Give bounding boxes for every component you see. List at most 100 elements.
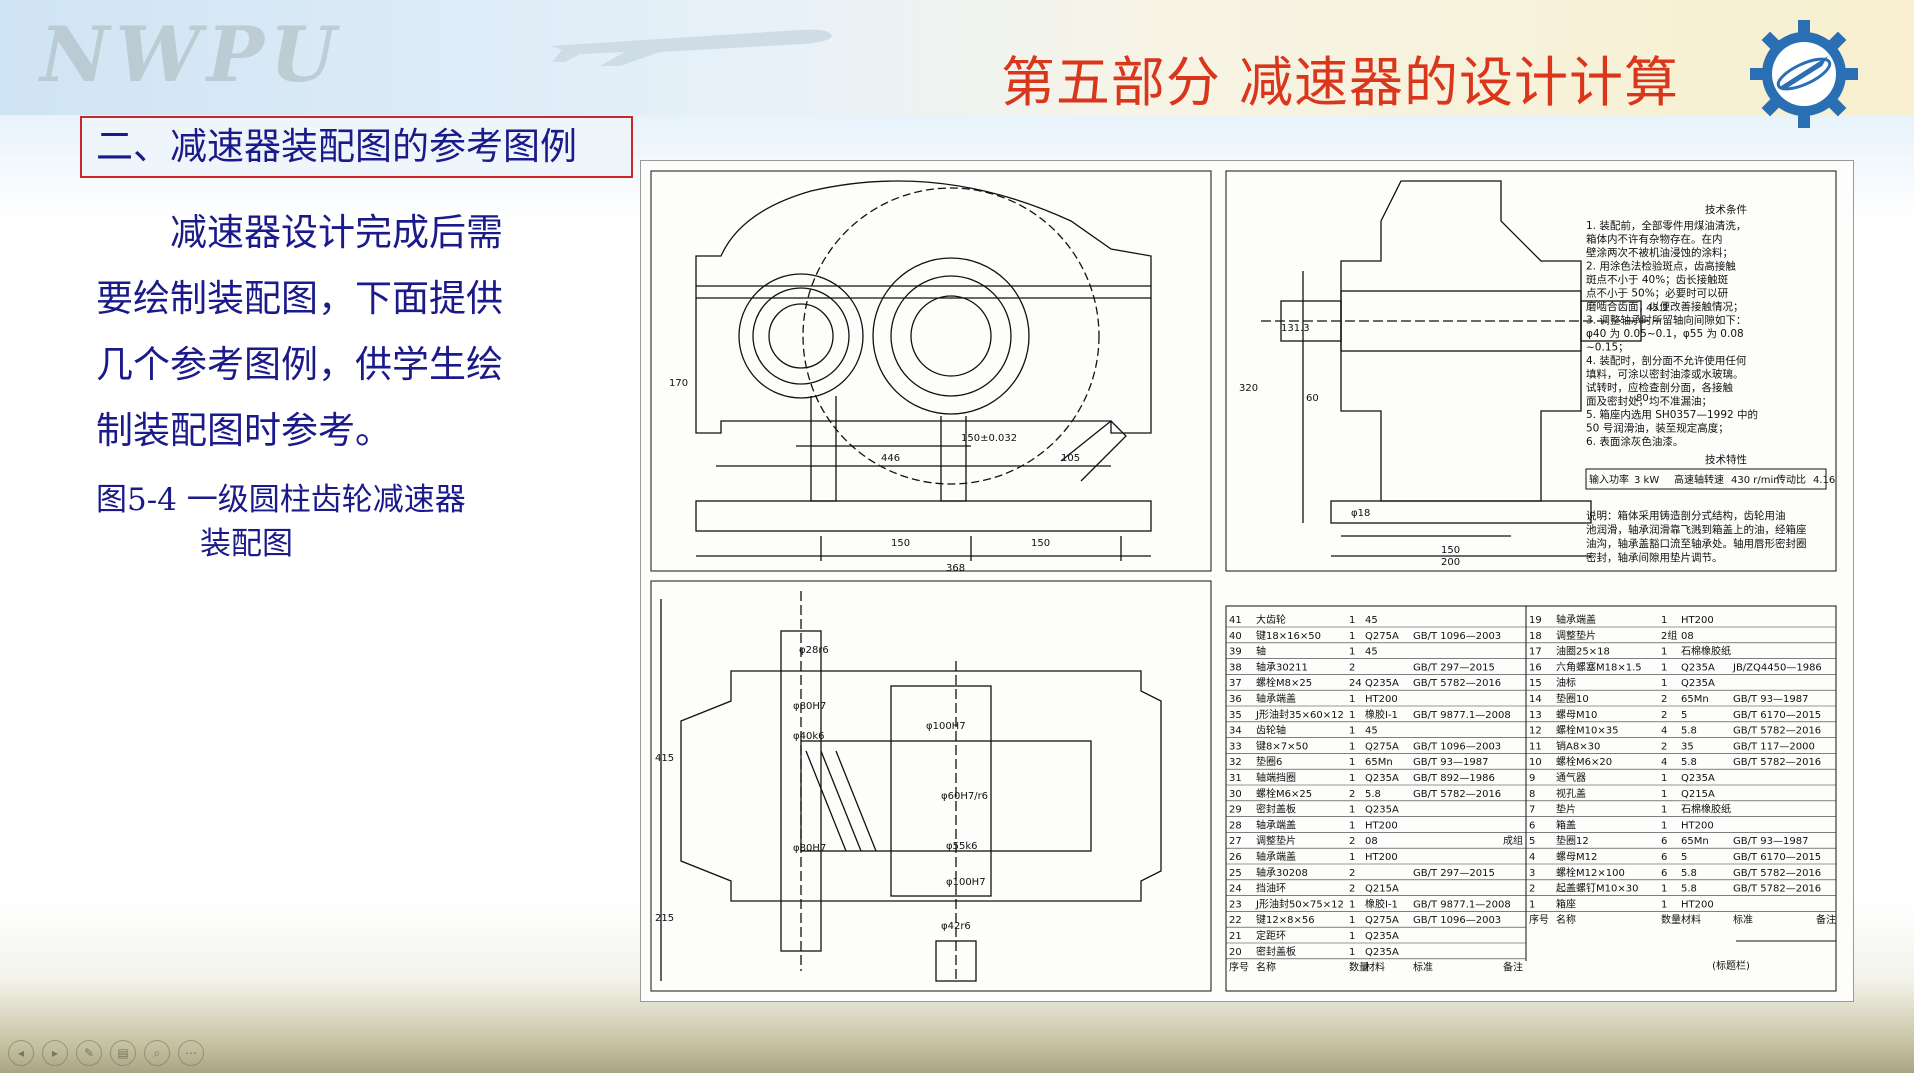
bom-header-cell: 材料 (1681, 913, 1701, 926)
bom-cell: HT200 (1365, 820, 1398, 831)
bom-cell: 1 (1349, 694, 1355, 705)
bom-cell: 起盖螺钉M10×30 (1556, 882, 1638, 895)
bom-header-cell: 材料 (1365, 961, 1385, 974)
bom-cell: 65Mn (1681, 836, 1709, 847)
bom-cell: 1 (1661, 615, 1667, 626)
tech-requirement-line: 3. 调整轴承时所留轴向间隙如下： (1586, 314, 1746, 327)
bom-cell: 8 (1529, 789, 1535, 800)
bom-cell: GB/T 5782—2016 (1733, 726, 1821, 737)
slide-nav: ◂ ▸ ✎ ▤ ⌕ ⋯ (8, 1040, 204, 1066)
bom-cell: 2 (1349, 884, 1355, 895)
bom-cell: 12 (1529, 726, 1542, 737)
bom-cell: 石棉橡胶纸 (1681, 803, 1731, 816)
tech-requirement-line: 斑点不小于 40%；齿长接触斑 (1586, 273, 1729, 286)
bom-cell: 键8×7×50 (1256, 739, 1308, 752)
bom-cell: HT200 (1681, 899, 1714, 910)
bom-cell: 5 (1681, 852, 1687, 863)
bom-cell: 1 (1349, 915, 1355, 926)
title-block-label: (标题栏) (1712, 959, 1750, 972)
tech-spec-title: 技术特性 (1705, 453, 1747, 466)
top-view (650, 580, 1212, 992)
dimension-label: 150 (1031, 538, 1050, 549)
bom-cell: Q235A (1365, 773, 1399, 784)
bom-cell: 垫片 (1556, 803, 1576, 816)
next-slide-button[interactable]: ▸ (42, 1040, 68, 1066)
bom-cell: 9 (1529, 773, 1535, 784)
bom-cell: 螺栓M6×20 (1556, 755, 1612, 768)
previous-slide-button[interactable]: ◂ (8, 1040, 34, 1066)
bom-cell: 垫圈12 (1556, 834, 1589, 847)
bom-cell: 6 (1661, 836, 1667, 847)
slides-menu-button[interactable]: ▤ (110, 1040, 136, 1066)
bom-cell: 橡胶I-1 (1365, 897, 1398, 910)
bom-cell: 垫圈10 (1556, 692, 1589, 705)
bom-cell: 25 (1229, 868, 1242, 879)
bom-cell: 螺栓M6×25 (1256, 787, 1312, 800)
bom-cell: 1 (1661, 773, 1667, 784)
bom-cell: 11 (1529, 741, 1542, 752)
bom-cell: 键12×8×56 (1256, 913, 1315, 926)
bom-cell: HT200 (1681, 615, 1714, 626)
bom-cell: 32 (1229, 757, 1242, 768)
bom-cell: GB/T 297—2015 (1413, 868, 1495, 879)
tech-requirement-line: 填料，可涂以密封油漆或水玻璃。 (1586, 368, 1744, 381)
bom-cell: GB/T 892—1986 (1413, 773, 1495, 784)
bom-cell: 5.8 (1681, 884, 1697, 895)
bom-cell: 18 (1529, 631, 1542, 642)
bom-cell: 1 (1661, 647, 1667, 658)
more-options-button[interactable]: ⋯ (178, 1040, 204, 1066)
dimension-label: φ80H7 (793, 701, 826, 712)
dimension-label: φ42r6 (941, 921, 971, 932)
bom-cell: 2 (1349, 836, 1355, 847)
tech-requirement-line: φ40 为 0.05~0.1，φ55 为 0.08 (1586, 328, 1744, 340)
dimension-label: 170 (669, 378, 688, 389)
bom-header-cell: 序号 (1529, 913, 1549, 926)
tech-spec-cell: 4.16 (1813, 475, 1835, 486)
bom-cell: 5.8 (1681, 726, 1697, 737)
bom-cell: 33 (1229, 741, 1242, 752)
tech-requirement-line: 4. 装配时，剖分面不允许使用任何 (1586, 354, 1747, 367)
bom-cell: 调整垫片 (1556, 629, 1596, 642)
bom-header-cell: 序号 (1229, 961, 1249, 974)
bom-cell: 45 (1365, 647, 1378, 658)
bom-cell: 1 (1349, 805, 1355, 816)
bom-cell: 轴承端盖 (1256, 818, 1296, 831)
bom-cell: 39 (1229, 647, 1242, 658)
bom-cell: HT200 (1681, 820, 1714, 831)
bom-cell: 定距环 (1256, 929, 1286, 942)
bom-cell: 24 (1229, 884, 1242, 895)
bom-cell: 石棉橡胶纸 (1681, 645, 1731, 658)
bom-cell: 1 (1349, 773, 1355, 784)
bom-cell: Q235A (1681, 773, 1715, 784)
bom-cell: 2 (1349, 662, 1355, 673)
tech-requirement-line: 磨啮合齿面，以便改善接触情况； (1586, 300, 1744, 313)
bom-header-cell: 标准 (1413, 962, 1433, 974)
header-band (0, 0, 1914, 115)
dimension-label: φ80H7 (793, 843, 826, 854)
bom-cell: 轴承30208 (1256, 866, 1308, 879)
bom-cell: 21 (1229, 931, 1242, 942)
dimension-label: 150±0.032 (961, 433, 1017, 444)
bom-cell: GB/T 297—2015 (1413, 662, 1495, 673)
bom-cell: 6 (1661, 852, 1667, 863)
bom-cell: 2 (1661, 694, 1667, 705)
bom-cell: 45 (1365, 726, 1378, 737)
bom-cell: 45 (1365, 615, 1378, 626)
bom-cell: GB/T 93—1987 (1413, 757, 1488, 768)
bom-cell: Q235A (1681, 678, 1715, 689)
bom-cell: 1 (1349, 852, 1355, 863)
bom-cell: 1 (1661, 805, 1667, 816)
bom-header-cell: 名称 (1256, 961, 1276, 974)
bom-cell: 1 (1661, 884, 1667, 895)
zoom-button[interactable]: ⌕ (144, 1040, 170, 1066)
pen-tool-button[interactable]: ✎ (76, 1040, 102, 1066)
bom-cell: 3 (1529, 868, 1535, 879)
bom-cell: 1 (1349, 631, 1355, 642)
bom-cell: 14 (1529, 694, 1542, 705)
bom-cell: 16 (1529, 662, 1542, 673)
body-line: 减速器设计完成后需 (96, 211, 503, 254)
tech-spec-cell: 3 kW (1634, 475, 1659, 486)
bom-header-cell: 标准 (1733, 914, 1753, 926)
bom-cell: J形油封35×60×12 (1255, 708, 1344, 721)
